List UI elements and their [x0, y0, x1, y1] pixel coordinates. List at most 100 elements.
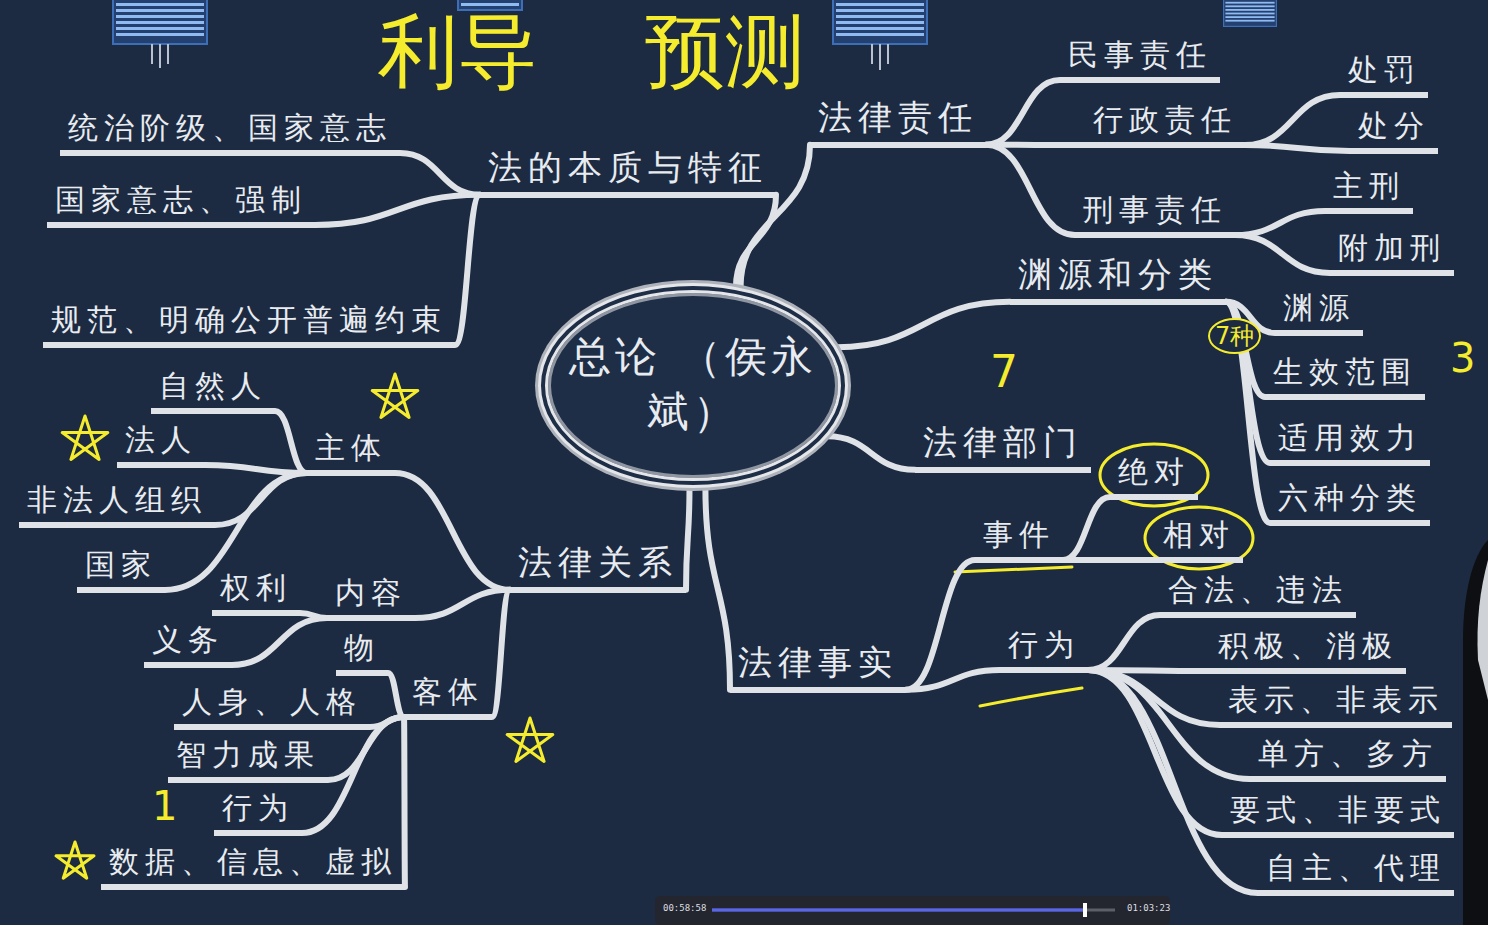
- branch-connector: [1063, 557, 1155, 563]
- branch-connector: [986, 80, 1060, 145]
- subtopic: 规范、明确公开普遍约束: [43, 300, 455, 348]
- central-topic-ellipse: 总论 （侯永斌）: [538, 283, 848, 488]
- node-text: 非法人组织: [27, 482, 207, 518]
- node-text: 法的本质与特征: [488, 147, 768, 188]
- subtopic: 适用效力: [1270, 418, 1430, 466]
- subtopic: 非法人组织: [19, 480, 215, 528]
- handwritten-number: 3: [1450, 338, 1475, 378]
- subtopic: 数据、信息、虚拟: [101, 842, 405, 890]
- node-text: 法律事实: [738, 642, 898, 683]
- node-text: 权利: [220, 570, 292, 606]
- branch-connector: [315, 195, 480, 225]
- presenter-silhouette: [1463, 540, 1488, 925]
- subtopic: 要式、非要式: [1222, 790, 1454, 838]
- node-text: 人身、人格: [182, 684, 362, 720]
- subtopic: 合法、违法: [1160, 570, 1356, 618]
- subtopic: 渊源: [1275, 288, 1363, 336]
- node-text: 法律部门: [923, 422, 1083, 463]
- subtopic: 人身、人格: [174, 682, 370, 730]
- ceiling-lamp: [458, 0, 522, 10]
- subtopic: 附加刑: [1330, 228, 1454, 276]
- subtopic: 统治阶级、国家意志: [60, 108, 400, 156]
- subtopic: 表示、非表示: [1220, 680, 1452, 728]
- subtopic: 国家意志、强制: [47, 180, 315, 228]
- node-text: 六种分类: [1278, 480, 1422, 516]
- subtopic: 相对: [1155, 515, 1243, 563]
- node-text: 绝对: [1118, 454, 1190, 490]
- branch-topic: 法律事实: [730, 640, 906, 693]
- subtopic: 处罚: [1340, 50, 1428, 98]
- subtopic: 国家: [77, 545, 165, 593]
- subtopic: 行为: [214, 788, 302, 836]
- subtopic: 客体: [404, 672, 492, 720]
- ceiling-lamp: [113, 0, 207, 68]
- branch-connector: [906, 560, 975, 690]
- branch-connector: [686, 487, 689, 589]
- branch-connector: [404, 717, 405, 887]
- branch-topic: 法律责任: [810, 95, 986, 148]
- node-text: 刑事责任: [1083, 192, 1227, 228]
- node-text: 智力成果: [176, 737, 320, 773]
- branch-connector: [455, 195, 480, 345]
- subtopic: 处分: [1350, 106, 1438, 154]
- node-text: 处罚: [1348, 52, 1420, 88]
- subtopic: 权利: [212, 568, 300, 616]
- ceiling-lamp: [833, 0, 927, 70]
- branch-connector: [1088, 615, 1160, 670]
- subtopic: 主体: [307, 428, 395, 476]
- subtopic: 义务: [144, 620, 232, 668]
- branch-connector: [906, 670, 1000, 690]
- subtopic: 绝对: [1110, 452, 1198, 500]
- branch-connector: [837, 302, 1010, 347]
- node-text: 规范、明确公开普遍约束: [51, 302, 447, 338]
- node-text: 统治阶级、国家意志: [68, 110, 392, 146]
- subtopic: 智力成果: [168, 735, 328, 783]
- node-text: 表示、非表示: [1228, 682, 1444, 718]
- handwritten-note: 预测: [645, 12, 805, 92]
- branch-connector: [205, 465, 307, 473]
- handwritten-note: 7种: [1208, 318, 1261, 354]
- branch-connector: [1245, 95, 1340, 145]
- subtopic: 事件: [975, 515, 1063, 563]
- node-text: 主体: [315, 430, 387, 466]
- branch-connector: [827, 436, 915, 470]
- node-text: 国家意志、强制: [55, 182, 307, 218]
- branch-connector: [986, 145, 1075, 235]
- branch-topic: 法律关系: [510, 540, 686, 593]
- node-text: 国家: [85, 547, 157, 583]
- branch-connector: [705, 487, 730, 690]
- subtopic: 主刑: [1325, 166, 1413, 214]
- subtopic: 积极、消极: [1210, 626, 1406, 674]
- subtopic: 行政责任: [1085, 100, 1245, 148]
- node-text: 内容: [335, 575, 407, 611]
- branch-topic: 法律部门: [915, 420, 1091, 473]
- branch-connector: [275, 411, 307, 473]
- node-text: 相对: [1163, 517, 1235, 553]
- subtopic: 物: [336, 628, 388, 676]
- subtopic: 自主、代理: [1258, 848, 1454, 896]
- branch-connector: [1063, 497, 1110, 560]
- branch-connector: [1088, 670, 1222, 835]
- subtopic: 单方、多方: [1250, 734, 1446, 782]
- handwritten-note: 利导: [378, 12, 538, 92]
- node-text: 自然人: [159, 368, 267, 404]
- subtopic: 行为: [1000, 625, 1088, 673]
- branch-connector: [492, 590, 510, 717]
- node-text: 积极、消极: [1218, 628, 1398, 664]
- node-text: 法人: [125, 422, 197, 458]
- node-text: 行为: [1008, 627, 1080, 663]
- ceiling-lamp: [1224, 0, 1277, 26]
- subtopic: 法人: [117, 420, 205, 468]
- node-text: 事件: [983, 517, 1055, 553]
- node-text: 物: [344, 630, 380, 666]
- branch-topic: 渊源和分类: [1010, 252, 1226, 305]
- subtopic: 生效范围: [1265, 352, 1425, 400]
- node-text: 总论 （侯永斌）: [568, 330, 818, 439]
- subtopic: 自然人: [151, 366, 275, 414]
- node-text: 法律关系: [518, 542, 678, 583]
- subtopic: 刑事责任: [1075, 190, 1235, 238]
- node-text: 行为: [222, 790, 294, 826]
- node-text: 行政责任: [1093, 102, 1237, 138]
- node-text: 主刑: [1333, 168, 1405, 204]
